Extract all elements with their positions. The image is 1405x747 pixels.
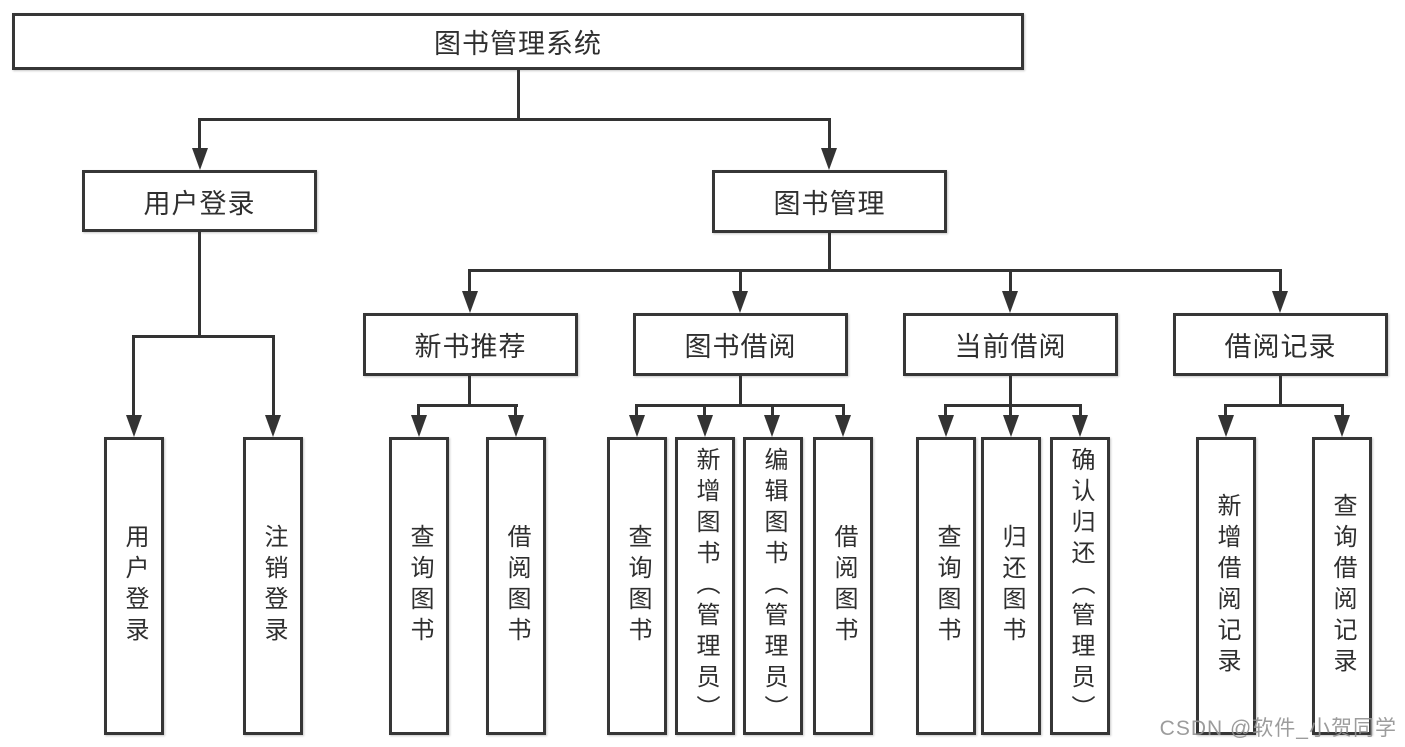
arrow-down-icon (629, 415, 645, 437)
node-borrow-record: 借阅记录 (1173, 313, 1388, 376)
arrow-down-icon (126, 415, 142, 437)
leaf-confirm-return-admin: 确认归还（管理员） (1050, 437, 1110, 735)
node-label: 图书管理系统 (434, 29, 602, 59)
connector-line (468, 269, 1282, 272)
csdn-watermark: CSDN @软件_小贺同学 (1159, 717, 1397, 740)
leaf-borrow-book-recommend: 借阅图书 (486, 437, 546, 735)
node-root-system: 图书管理系统 (12, 13, 1024, 70)
leaf-add-borrow-record: 新增借阅记录 (1196, 437, 1256, 735)
arrow-down-icon (938, 415, 954, 437)
arrow-down-icon (265, 415, 281, 437)
leaf-return-book: 归还图书 (981, 437, 1041, 735)
connector-line (703, 404, 706, 416)
leaf-add-book-admin: 新增图书（管理员） (675, 437, 735, 735)
connector-line (1009, 376, 1012, 407)
node-label: 新增图书（管理员） (692, 446, 719, 726)
connector-line (272, 335, 275, 416)
node-label: 用户登录 (121, 524, 148, 648)
leaf-query-book-recommend: 查询图书 (389, 437, 449, 735)
connector-line (635, 404, 638, 416)
leaf-user-login: 用户登录 (104, 437, 164, 735)
leaf-borrow-book: 借阅图书 (813, 437, 873, 735)
leaf-logout: 注销登录 (243, 437, 303, 735)
connector-line (944, 404, 947, 416)
node-label: 借阅图书 (503, 524, 530, 648)
node-book-management: 图书管理 (712, 170, 947, 233)
connector-line (944, 404, 1082, 407)
connector-line (468, 376, 471, 407)
connector-line (771, 404, 774, 416)
connector-line (1341, 404, 1344, 416)
arrow-down-icon (835, 415, 851, 437)
connector-line (828, 233, 831, 272)
node-label: 用户登录 (143, 188, 256, 219)
node-label: 注销登录 (260, 524, 287, 648)
leaf-query-book-borrow: 查询图书 (607, 437, 667, 735)
connector-line (1279, 269, 1282, 293)
arrow-down-icon (508, 415, 524, 437)
node-label: 借阅记录 (1224, 332, 1337, 362)
arrow-down-icon (732, 291, 748, 313)
connector-line (739, 269, 742, 293)
connector-line (739, 376, 742, 407)
node-label: 图书借阅 (684, 332, 797, 362)
connector-line (635, 404, 845, 407)
connector-line (1009, 404, 1012, 416)
connector-line (198, 118, 201, 150)
connector-line (1224, 404, 1227, 416)
connector-line (842, 404, 845, 416)
arrow-down-icon (1002, 291, 1018, 313)
connector-line (198, 232, 201, 337)
node-user-login: 用户登录 (82, 170, 317, 232)
connector-line (1279, 376, 1282, 407)
leaf-query-borrow-record: 查询借阅记录 (1312, 437, 1372, 735)
node-label: 图书管理 (773, 189, 886, 219)
leaf-edit-book-admin: 编辑图书（管理员） (743, 437, 803, 735)
node-label: 查询借阅记录 (1329, 493, 1356, 679)
connector-line (828, 118, 831, 150)
node-current-borrow: 当前借阅 (903, 313, 1118, 376)
arrow-down-icon (697, 415, 713, 437)
connector-line (1079, 404, 1082, 416)
node-label: 查询图书 (624, 524, 651, 648)
connector-line (132, 335, 135, 416)
connector-line (1224, 404, 1344, 407)
node-label: 归还图书 (998, 524, 1025, 648)
arrow-down-icon (1272, 291, 1288, 313)
connector-line (514, 404, 517, 416)
connector-line (198, 118, 830, 121)
node-label: 新增借阅记录 (1213, 493, 1240, 679)
node-book-borrow: 图书借阅 (633, 313, 848, 376)
arrow-down-icon (1072, 415, 1088, 437)
node-label: 当前借阅 (954, 332, 1067, 362)
arrow-down-icon (462, 291, 478, 313)
arrow-down-icon (1334, 415, 1350, 437)
arrow-down-icon (1003, 415, 1019, 437)
node-new-book-recommend: 新书推荐 (363, 313, 578, 376)
connector-line (132, 335, 275, 338)
arrow-down-icon (764, 415, 780, 437)
node-label: 编辑图书（管理员） (760, 446, 787, 726)
arrow-down-icon (821, 148, 837, 170)
node-label: 查询图书 (406, 524, 433, 648)
connector-line (468, 269, 471, 293)
node-label: 确认归还（管理员） (1067, 446, 1094, 726)
connector-line (417, 404, 420, 416)
arrow-down-icon (1218, 415, 1234, 437)
node-label: 新书推荐 (414, 332, 527, 362)
arrow-down-icon (192, 148, 208, 170)
connector-line (1009, 269, 1012, 293)
connector-line (517, 70, 520, 120)
arrow-down-icon (411, 415, 427, 437)
node-label: 借阅图书 (830, 524, 857, 648)
node-label: 查询图书 (933, 524, 960, 648)
leaf-query-book-current: 查询图书 (916, 437, 976, 735)
connector-line (417, 404, 518, 407)
